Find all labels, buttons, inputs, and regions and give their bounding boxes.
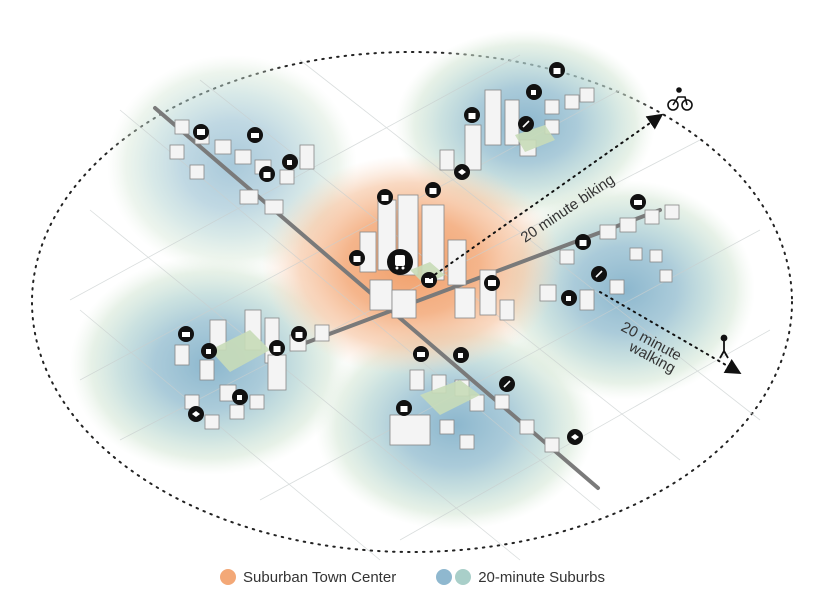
school-building-icon xyxy=(413,346,429,362)
school-building-icon xyxy=(421,272,437,288)
shopping-bag-icon xyxy=(464,107,480,123)
legend-item-town-center: Suburban Town Center xyxy=(220,569,396,586)
coffee-cup-icon xyxy=(232,389,248,405)
suburb-swatch-teal xyxy=(455,569,472,585)
shopping-bag-icon xyxy=(259,166,275,182)
cinema-icon xyxy=(484,275,500,291)
shopping-bag-icon xyxy=(549,62,565,78)
shopping-bag-icon xyxy=(396,400,412,416)
shopping-bag-icon xyxy=(425,182,441,198)
suburb-swatch-blue xyxy=(436,569,453,585)
shopping-bag-icon xyxy=(291,326,307,342)
shopping-bag-icon xyxy=(269,340,285,356)
amenity-icons xyxy=(178,62,646,445)
coffee-cup-icon xyxy=(282,154,298,170)
bicycle-icon xyxy=(667,87,693,111)
school-building-icon xyxy=(178,326,194,342)
coffee-cup-icon xyxy=(526,84,542,100)
legend-label-suburbs: 20-minute Suburbs xyxy=(478,568,605,586)
walking-distance-arrow xyxy=(599,291,742,375)
graduation-cap-icon xyxy=(567,429,583,445)
coffee-cup-icon xyxy=(561,290,577,306)
coffee-cup-icon xyxy=(201,343,217,359)
sports-icon xyxy=(518,116,534,132)
pedestrian-icon xyxy=(719,334,729,359)
legend-item-suburbs: 20-minute Suburbs xyxy=(436,569,605,586)
coffee-cup-icon xyxy=(453,347,469,363)
school-building-icon xyxy=(630,194,646,210)
biking-distance-arrow xyxy=(429,113,664,279)
sports-icon xyxy=(591,266,607,282)
graduation-cap-icon xyxy=(188,406,204,422)
twenty-minute-boundary xyxy=(31,51,793,553)
school-building-icon xyxy=(247,127,263,143)
cinema-icon xyxy=(193,124,209,140)
shopping-bag-icon xyxy=(377,189,393,205)
sports-icon xyxy=(499,376,515,392)
legend: Suburban Town Center 20-minute Suburbs xyxy=(0,563,825,591)
shopping-bag-icon xyxy=(349,250,365,266)
graduation-cap-icon xyxy=(454,164,470,180)
transit-icon xyxy=(387,249,413,275)
shopping-bag-icon xyxy=(575,234,591,250)
legend-label-town-center: Suburban Town Center xyxy=(243,568,397,586)
town-center-swatch xyxy=(220,569,237,585)
